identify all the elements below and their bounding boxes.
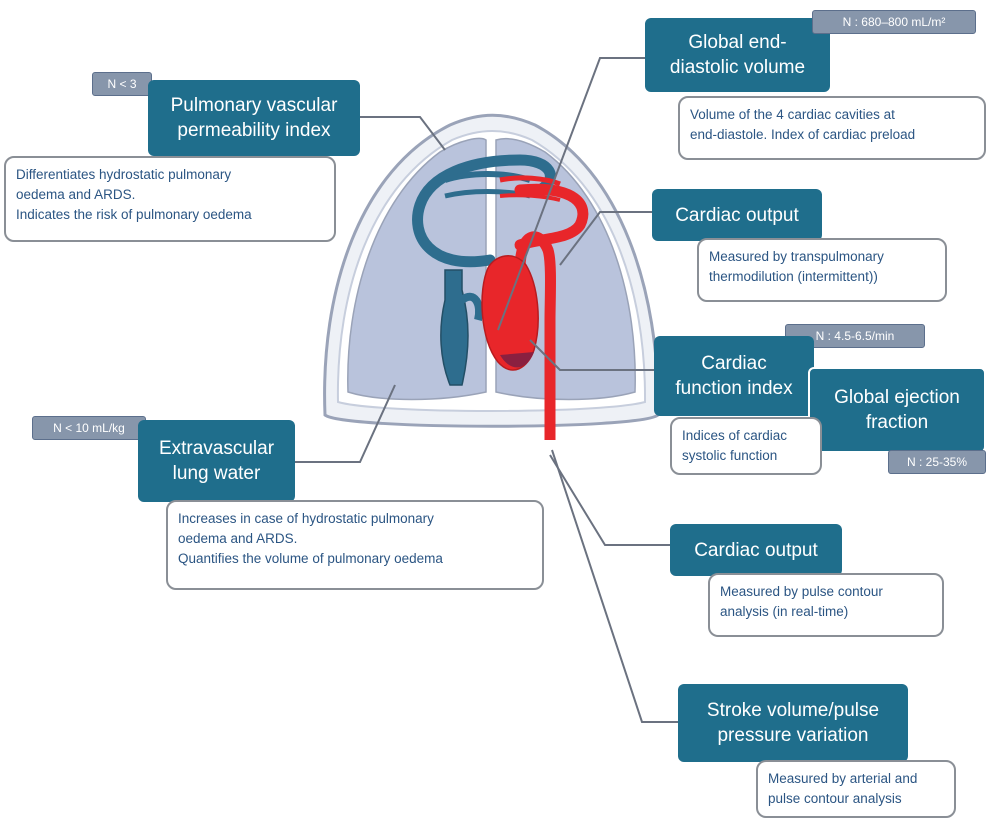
evlw-title: Extravascular lung water — [138, 420, 295, 502]
gedv-desc-line: end-diastole. Index of cardiac preload — [690, 125, 974, 145]
svv-desc-line: Measured by arterial and — [768, 769, 944, 789]
evlw-title-line: lung water — [159, 461, 274, 486]
gef-norm-badge: N : 25-35% — [888, 450, 986, 474]
gef-title-line: Global ejection — [834, 385, 960, 410]
svv-title-line: Stroke volume/pulse — [707, 698, 879, 723]
pvpi-desc-line: Indicates the risk of pulmonary oedema — [16, 205, 324, 225]
cfi-title-line: Cardiac — [675, 351, 792, 376]
evlw-title-line: Extravascular — [159, 436, 274, 461]
gedv-title-line: Global end- — [670, 30, 805, 55]
gef-title-line: fraction — [834, 410, 960, 435]
cardiac-output-pulse-contour-title: Cardiac output — [670, 524, 842, 576]
gedv-description: Volume of the 4 cardiac cavities at end-… — [678, 96, 986, 160]
gedv-norm-badge: N : 680–800 mL/m² — [812, 10, 976, 34]
co-trans-desc-line: thermodilution (intermittent)) — [709, 267, 935, 287]
pvpi-norm-badge: N < 3 — [92, 72, 152, 96]
cfi-title: Cardiac function index — [654, 336, 814, 416]
systolic-desc-line: Indices of cardiac — [682, 426, 810, 446]
svv-title-line: pressure variation — [707, 723, 879, 748]
evlw-description: Increases in case of hydrostatic pulmona… — [166, 500, 544, 590]
co-pulse-desc-line: analysis (in real-time) — [720, 602, 932, 622]
pvpi-title-line: Pulmonary vascular — [171, 93, 338, 118]
co-trans-desc-line: Measured by transpulmonary — [709, 247, 935, 267]
gedv-desc-line: Volume of the 4 cardiac cavities at — [690, 105, 974, 125]
evlw-desc-line: Quantifies the volume of pulmonary oedem… — [178, 549, 532, 569]
cardiac-output-transpulmonary-title: Cardiac output — [652, 189, 822, 241]
evlw-desc-line: Increases in case of hydrostatic pulmona… — [178, 509, 532, 529]
gedv-title: Global end- diastolic volume — [645, 18, 830, 92]
pvpi-desc-line: Differentiates hydrostatic pulmonary — [16, 165, 324, 185]
gedv-title-line: diastolic volume — [670, 55, 805, 80]
cardiac-output-pulse-contour-description: Measured by pulse contour analysis (in r… — [708, 573, 944, 637]
cardiac-output-transpulmonary-description: Measured by transpulmonary thermodilutio… — [697, 238, 947, 302]
pvpi-title-line: permeability index — [171, 118, 338, 143]
evlw-desc-line: oedema and ARDS. — [178, 529, 532, 549]
pvpi-desc-line: oedema and ARDS. — [16, 185, 324, 205]
co-pulse-desc-line: Measured by pulse contour — [720, 582, 932, 602]
svv-ppv-description: Measured by arterial and pulse contour a… — [756, 760, 956, 818]
pvpi-description: Differentiates hydrostatic pulmonary oed… — [4, 156, 336, 242]
svv-desc-line: pulse contour analysis — [768, 789, 944, 809]
cfi-title-line: function index — [675, 376, 792, 401]
svv-ppv-title: Stroke volume/pulse pressure variation — [678, 684, 908, 762]
gef-title: Global ejection fraction — [808, 367, 986, 453]
pvpi-title: Pulmonary vascular permeability index — [148, 80, 360, 156]
systolic-indices-description: Indices of cardiac systolic function — [670, 417, 822, 475]
systolic-desc-line: systolic function — [682, 446, 810, 466]
evlw-norm-badge: N < 10 mL/kg — [32, 416, 146, 440]
